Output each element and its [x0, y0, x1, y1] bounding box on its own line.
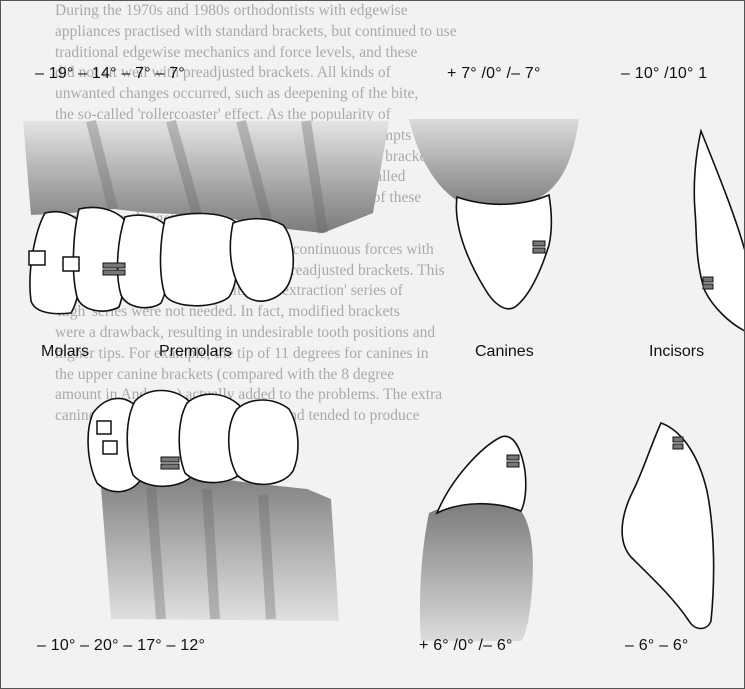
lower-posterior-gum	[101, 471, 339, 621]
bracket-upper-molar-1	[29, 251, 45, 265]
lower-incisor-outline	[622, 423, 714, 629]
lower-canine-crown	[437, 436, 526, 513]
upper-incisors-angles: – 10° /10° 1	[621, 65, 707, 83]
upper-incisor	[694, 131, 745, 331]
canines-label: Canines	[475, 343, 534, 361]
incisors-label: Incisors	[649, 343, 704, 361]
bracket-lower-molar-1	[97, 421, 111, 434]
lower-incisors-angles: – 6° – 6°	[625, 637, 689, 655]
upper-canine	[409, 119, 579, 309]
upper-canines-angles: + 7° /0° /– 7°	[447, 65, 541, 83]
upper-premolar-3	[230, 219, 293, 301]
upper-molars-premolars-angles: – 19° – 14° – 7° – 7°	[35, 65, 185, 83]
upper-canine-gum	[409, 119, 579, 210]
lower-molars-premolars	[88, 391, 339, 622]
upper-incisor-outline	[694, 131, 745, 331]
lower-molars-premolars-angles: – 10° – 20° – 17° – 12°	[37, 637, 205, 655]
bracket-lower-molar-2	[103, 441, 117, 454]
lower-canine-gum	[420, 503, 533, 641]
molars-label: Molars	[41, 343, 89, 361]
bracket-upper-molar-2	[63, 257, 79, 271]
lower-canine	[420, 436, 533, 641]
lower-premolar-2	[229, 400, 298, 484]
lower-canines-angles: + 6° /0° /– 6°	[419, 637, 513, 655]
upper-premolar-2	[161, 213, 239, 305]
upper-molars-premolars	[23, 121, 389, 314]
premolars-label: Premolars	[159, 343, 232, 361]
lower-incisor	[622, 423, 714, 629]
